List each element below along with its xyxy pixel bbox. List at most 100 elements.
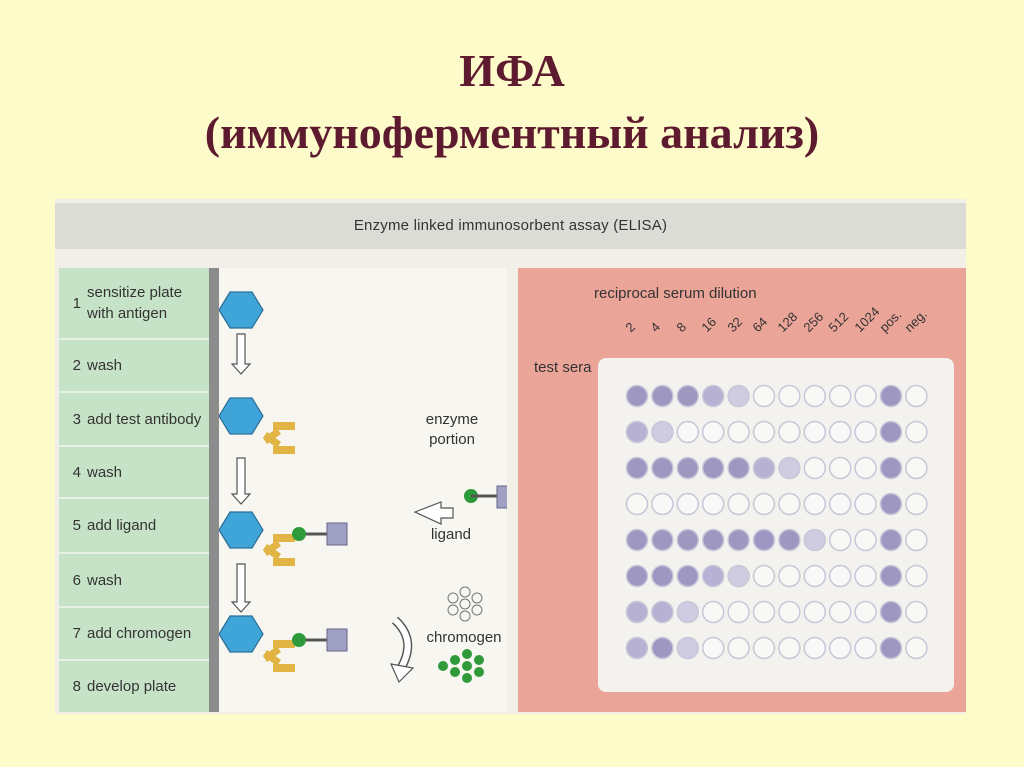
column-tick-label: 8 bbox=[673, 319, 689, 335]
antibody-arm-icon bbox=[263, 540, 281, 556]
plate-well bbox=[625, 420, 649, 444]
elisa-figure: Enzyme linked immunosorbent assay (ELISA… bbox=[55, 199, 966, 714]
plate-well bbox=[676, 528, 700, 552]
chromogen-ring-icon bbox=[459, 586, 471, 598]
plate-well bbox=[854, 420, 877, 444]
arrow-head-icon bbox=[389, 663, 415, 684]
step-number: 2 bbox=[72, 357, 81, 374]
plate-well bbox=[879, 420, 903, 444]
slide-title-line1: ИФА bbox=[459, 45, 565, 96]
chromogen-label: chromogen bbox=[426, 629, 502, 646]
plate-well bbox=[879, 528, 903, 552]
plate-well bbox=[778, 384, 801, 408]
plate-well bbox=[828, 636, 852, 660]
plate-well bbox=[625, 384, 649, 408]
test-sera-label: test sera bbox=[534, 359, 592, 376]
step-label: add ligand bbox=[87, 517, 157, 534]
plate-well bbox=[625, 564, 649, 588]
column-tick-label: 16 bbox=[698, 314, 720, 335]
step-item: 8 develop plate bbox=[59, 661, 209, 712]
plate-well bbox=[651, 528, 674, 552]
plate-well bbox=[701, 564, 725, 588]
plate-wells bbox=[625, 384, 928, 660]
plate-well bbox=[727, 564, 750, 588]
plate-well bbox=[701, 420, 725, 444]
antigen-hexagon-icon bbox=[219, 397, 264, 435]
plate-well bbox=[879, 600, 903, 624]
slide-title-line2: (иммуноферментный анализ) bbox=[204, 107, 820, 158]
chromogen-ring-icon bbox=[471, 592, 483, 604]
plate-well bbox=[727, 528, 750, 552]
plate-well bbox=[854, 384, 877, 408]
step-label: develop plate bbox=[87, 678, 177, 695]
plate-well bbox=[803, 564, 827, 588]
antibody-arm-icon bbox=[273, 534, 295, 542]
step-number: 1 bbox=[72, 294, 81, 312]
antibody-arm-icon bbox=[263, 646, 281, 662]
column-tick-label: 4 bbox=[647, 319, 664, 335]
step-item: 2 wash bbox=[59, 340, 209, 393]
antibody-icon bbox=[263, 534, 295, 566]
plate-well bbox=[828, 384, 852, 408]
mechanism-diagram: enzyme portion ligand chromogen bbox=[219, 268, 507, 712]
plate-well bbox=[828, 456, 852, 480]
plate-well bbox=[803, 456, 827, 480]
chromogen-ring-icon bbox=[459, 598, 471, 610]
plate-well bbox=[727, 636, 750, 660]
plate-well bbox=[803, 528, 827, 552]
plate-well bbox=[752, 564, 776, 588]
plate-well bbox=[803, 384, 827, 408]
step-item: 6 wash bbox=[59, 554, 209, 608]
chromogen-ring-icon bbox=[471, 604, 483, 616]
plate-well bbox=[676, 636, 700, 660]
enzyme-icon bbox=[496, 485, 507, 509]
column-tick-label: neg. bbox=[901, 306, 931, 335]
plate-well bbox=[651, 492, 674, 516]
antigen-hexagon-icon bbox=[219, 615, 264, 653]
plate-well bbox=[651, 456, 674, 480]
plate-well bbox=[701, 528, 725, 552]
column-tick-label: 256 bbox=[800, 309, 827, 335]
antibody-arm-icon bbox=[263, 428, 281, 444]
step-label: add chromogen bbox=[87, 625, 192, 642]
step-number: 4 bbox=[72, 463, 81, 481]
chromogen-ring-icon bbox=[459, 610, 471, 622]
step-label: add test antibody bbox=[87, 410, 202, 428]
developed-chromogen-icon bbox=[450, 667, 460, 677]
enzyme-icon bbox=[326, 522, 348, 546]
step-item: 5 add ligand bbox=[59, 499, 209, 554]
plate-well bbox=[676, 456, 700, 480]
plate-well bbox=[701, 456, 725, 480]
column-tick-label: 1024 bbox=[850, 303, 883, 335]
arrow-down-icon bbox=[230, 333, 252, 375]
plate-well bbox=[854, 492, 877, 516]
antigen-hexagon-icon bbox=[219, 511, 264, 549]
step-number: 5 bbox=[72, 517, 81, 534]
step-item: 4 wash bbox=[59, 447, 209, 499]
plate-well bbox=[905, 636, 928, 660]
plate-well bbox=[879, 492, 903, 516]
enzyme-portion-label: enzyme portion bbox=[425, 411, 479, 448]
plate-well bbox=[778, 564, 801, 588]
plate-well bbox=[905, 528, 928, 552]
plate-well bbox=[625, 600, 649, 624]
arrow-left-icon bbox=[413, 501, 454, 525]
plate-well bbox=[727, 456, 750, 480]
plate-well bbox=[752, 492, 776, 516]
plate-well bbox=[727, 384, 750, 408]
plate-well bbox=[676, 492, 700, 516]
column-tick-label: 32 bbox=[723, 314, 745, 335]
enzyme-icon bbox=[326, 628, 348, 652]
chromogen-ring-icon bbox=[447, 592, 459, 604]
ligand-ball-icon bbox=[292, 527, 306, 541]
plate-well bbox=[676, 564, 700, 588]
plate-well bbox=[828, 528, 852, 552]
antibody-arm-icon bbox=[273, 664, 295, 672]
developed-chromogen-icon bbox=[474, 655, 484, 665]
plate-well bbox=[854, 564, 877, 588]
ligand-ball-icon bbox=[292, 633, 306, 647]
plate-well bbox=[905, 384, 928, 408]
step-number: 8 bbox=[72, 678, 81, 695]
step-label: wash bbox=[87, 463, 123, 481]
